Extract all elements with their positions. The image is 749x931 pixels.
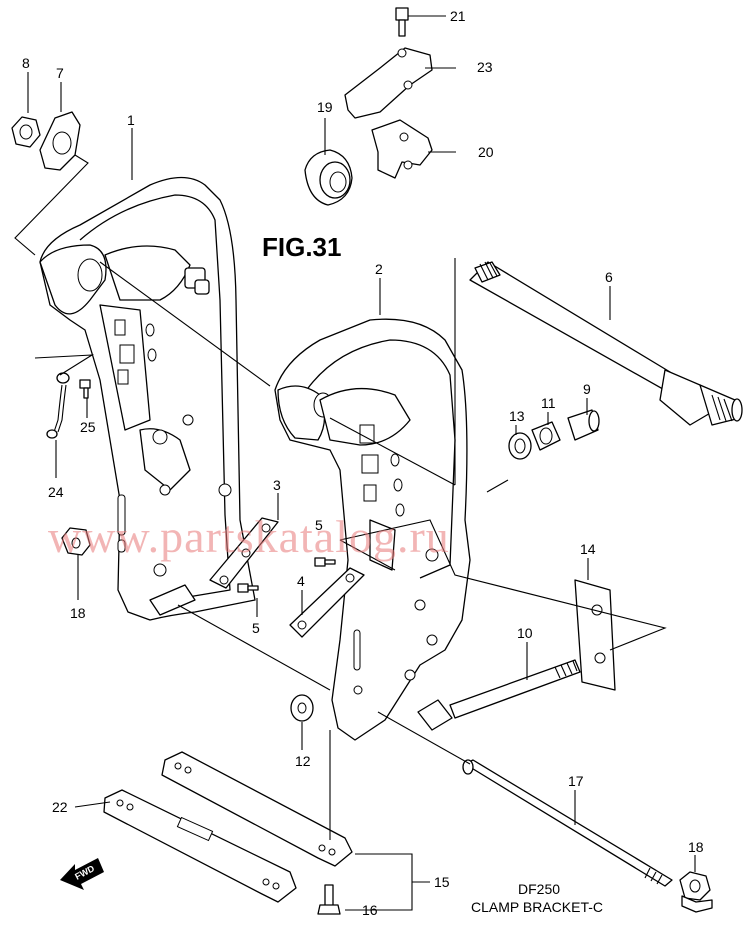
callout-6: 6: [605, 269, 613, 285]
callout-7: 7: [56, 65, 64, 81]
callout-20: 20: [478, 144, 494, 160]
plate-7: [39, 111, 81, 171]
callout-17: 17: [568, 773, 584, 789]
callout-4: 4: [297, 573, 305, 589]
callout-12: 12: [295, 753, 311, 769]
callout-14: 14: [580, 541, 596, 557]
callout-5-upper: 5: [315, 517, 323, 533]
shaft-17: [462, 759, 673, 887]
bolt-25: [79, 379, 91, 399]
callout-23: 23: [477, 59, 493, 75]
washer-13: [508, 432, 532, 460]
callout-2: 2: [375, 261, 383, 277]
tilt-tube: [469, 261, 743, 426]
fwd-arrow-icon: FWD: [60, 858, 104, 890]
callout-19: 19: [317, 99, 333, 115]
callout-22: 22: [52, 799, 68, 815]
callout-11: 11: [541, 395, 556, 411]
screw-5b: [314, 557, 336, 567]
caption-name: CLAMP BRACKET-C: [471, 899, 603, 915]
nut-11: [531, 421, 561, 451]
grommet-19: [304, 149, 353, 206]
nut-8: [11, 116, 41, 148]
bracket-20: [371, 119, 433, 179]
clamp-bracket-right: [274, 318, 471, 741]
clamp-bracket-left: [39, 176, 256, 621]
bolt-16: [317, 884, 341, 915]
callout-18-left: 18: [70, 605, 86, 621]
callout-25: 25: [80, 419, 96, 435]
leader-lines: [14, 15, 696, 911]
plate-4: [289, 567, 365, 638]
spacer-22: [103, 789, 297, 903]
callout-labels: 1 2 3 4 5 5 6 7 8 9 10 11 12 13 14 15 16…: [22, 8, 704, 918]
callout-1: 1: [127, 112, 135, 128]
figure-title: FIG.31: [262, 232, 341, 262]
callout-10: 10: [517, 625, 533, 641]
nut-18-right: [679, 871, 713, 913]
bolt-10: [417, 659, 581, 731]
wire-24: [46, 372, 70, 439]
callout-9: 9: [583, 381, 591, 397]
callout-3: 3: [273, 477, 281, 493]
caption-model: DF250: [518, 881, 560, 897]
callout-8: 8: [22, 55, 30, 71]
callout-13: 13: [509, 408, 525, 424]
nut-18-left: [61, 527, 91, 556]
watermark: www.partskatalog.ru: [48, 511, 450, 562]
screw-5a: [237, 583, 259, 593]
plate-3: [209, 517, 279, 589]
bolt-21: [395, 7, 409, 37]
callout-18-right: 18: [688, 839, 704, 855]
callout-16: 16: [362, 902, 378, 918]
callout-24: 24: [48, 484, 64, 500]
washer-12: [290, 694, 314, 722]
plate-14: [574, 579, 616, 691]
callout-5-lower: 5: [252, 620, 260, 636]
cover-23: [344, 47, 433, 119]
spacer-15: [161, 751, 353, 867]
bushing-9: [567, 409, 600, 441]
callout-15: 15: [434, 874, 450, 890]
callout-21: 21: [450, 8, 466, 24]
